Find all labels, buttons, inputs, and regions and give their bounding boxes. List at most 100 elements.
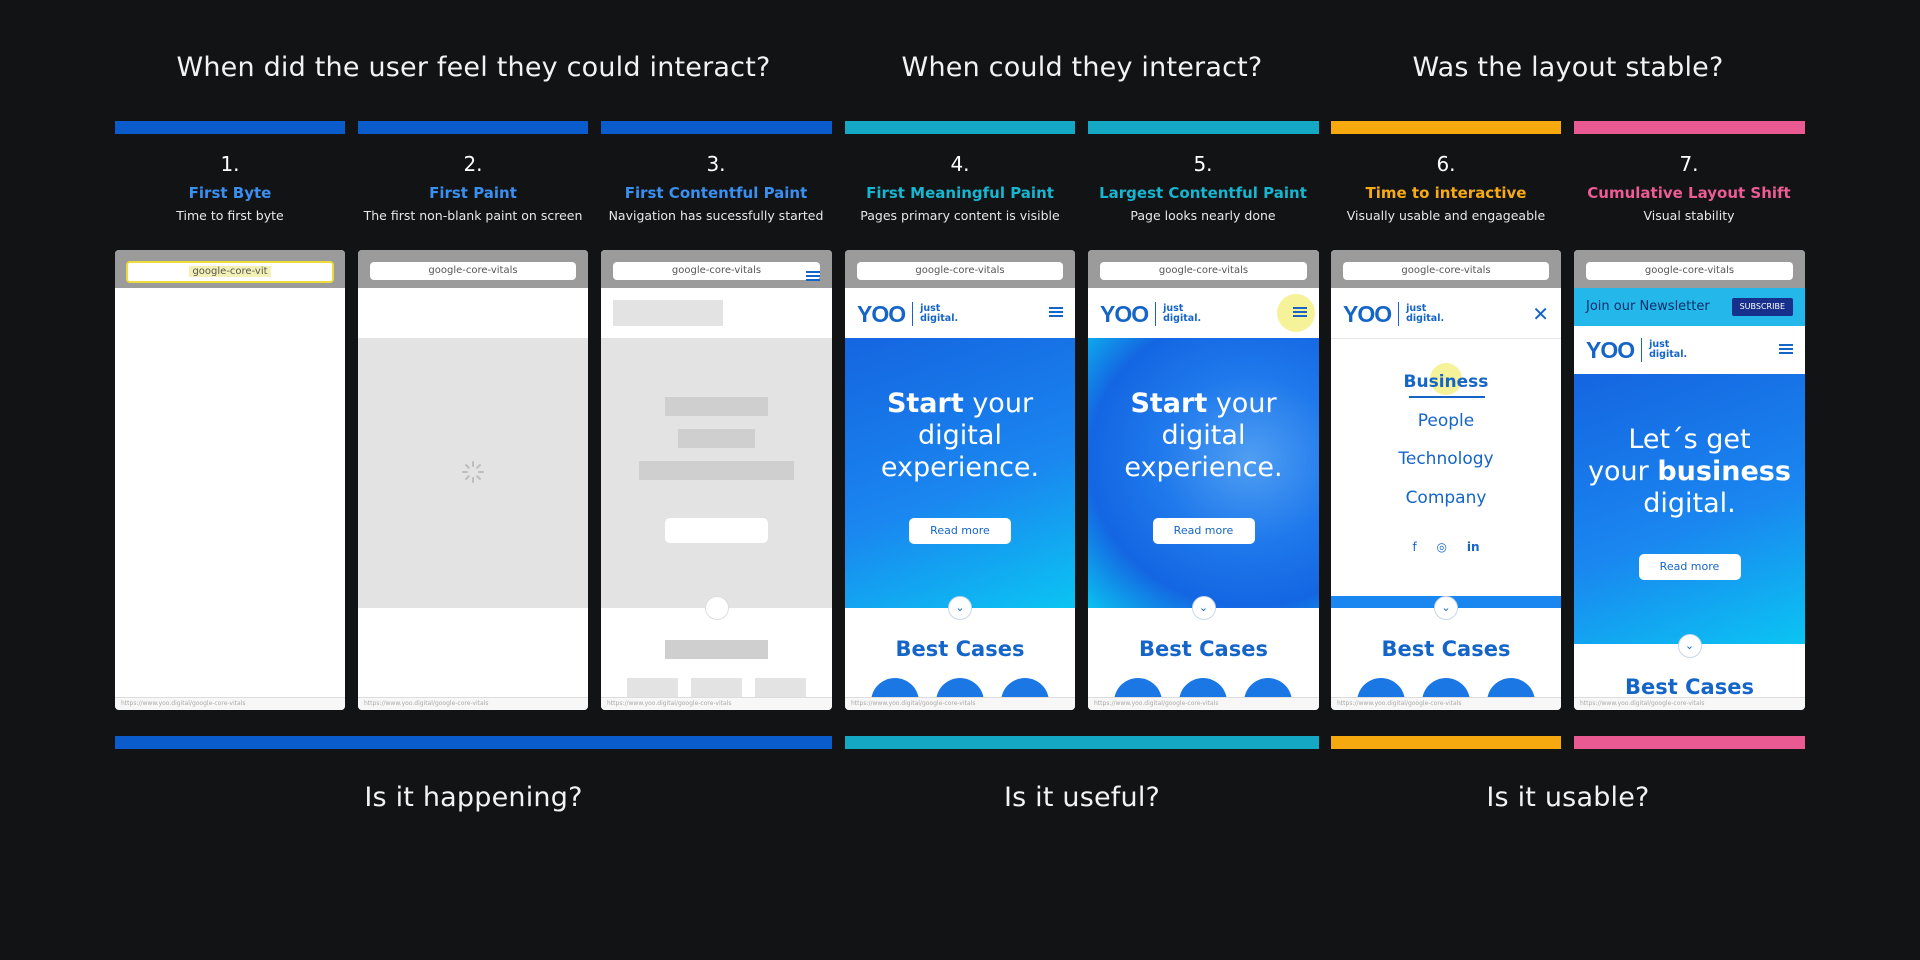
status-url: https://www.yoo.digital/google-core-vita… [1331, 697, 1561, 710]
menu-item-business[interactable]: Business [1403, 372, 1489, 392]
read-more-button[interactable]: Read more [1152, 518, 1255, 544]
metric-number: 3. [706, 152, 726, 176]
best-cases-heading: Best Cases [1139, 637, 1268, 661]
status-url: https://www.yoo.digital/google-core-vita… [1574, 697, 1805, 710]
top-bar-7 [1574, 121, 1805, 134]
url-bar[interactable]: google-core-vitals [1343, 262, 1549, 280]
metric-3: 3. First Contentful Paint Navigation has… [601, 150, 831, 223]
menu-item-company[interactable]: Company [1405, 488, 1487, 508]
top-bar-5 [1088, 121, 1319, 134]
bottom-bar-usable-1 [1331, 736, 1561, 749]
question-is-it-usable: Is it usable? [1486, 782, 1650, 813]
metric-title: Cumulative Layout Shift [1587, 184, 1791, 202]
scroll-down-icon[interactable]: ⌄ [1677, 634, 1702, 658]
subscribe-button[interactable]: SUBSCRIBE [1731, 298, 1793, 316]
metric-7: 7. Cumulative Layout Shift Visual stabil… [1574, 150, 1804, 223]
top-bar-2 [358, 121, 588, 134]
best-cases-heading: Best Cases [895, 637, 1025, 661]
text-placeholder [665, 397, 768, 416]
status-url: https://www.yoo.digital/google-core-vita… [1088, 697, 1319, 710]
scroll-down-icon[interactable]: ⌄ [1434, 596, 1458, 620]
metric-subtitle: Pages primary content is visible [860, 208, 1060, 223]
hamburger-menu-icon[interactable] [1779, 344, 1793, 354]
facebook-icon[interactable]: f [1412, 540, 1417, 554]
url-bar[interactable]: google-core-vit [126, 261, 334, 283]
hamburger-menu-icon[interactable] [1049, 307, 1063, 317]
metric-1: 1. First Byte Time to first byte [115, 150, 345, 223]
metric-subtitle: Visual stability [1643, 208, 1735, 223]
close-icon[interactable]: ✕ [1532, 302, 1549, 326]
question-could-interact: When could they interact? [901, 52, 1263, 83]
metric-title: Time to interactive [1365, 184, 1527, 202]
metric-number: 6. [1436, 152, 1456, 176]
heading-placeholder [665, 640, 768, 659]
active-underline [1409, 396, 1485, 398]
phone-cumulative-layout-shift: google-core-vitals Join our Newsletter S… [1574, 250, 1805, 710]
scroll-down-icon[interactable]: ⌄ [1191, 596, 1216, 620]
browser-bar: google-core-vitals [1331, 250, 1561, 288]
metric-subtitle: Time to first byte [176, 208, 284, 223]
question-layout-stable: Was the layout stable? [1412, 52, 1724, 83]
metric-title: Largest Contentful Paint [1099, 184, 1307, 202]
browser-bar: google-core-vitals [358, 250, 588, 288]
browser-bar: google-core-vit [115, 250, 345, 288]
newsletter-text: Join our Newsletter [1586, 299, 1710, 314]
menu-item-technology[interactable]: Technology [1398, 449, 1494, 469]
metric-5: 5. Largest Contentful Paint Page looks n… [1088, 150, 1318, 223]
question-user-feel-interact: When did the user feel they could intera… [176, 52, 771, 83]
tap-highlight [1430, 363, 1462, 395]
bottom-bar-usable-2 [1574, 736, 1805, 749]
hamburger-menu-icon[interactable] [1293, 307, 1307, 317]
browser-bar: google-core-vitals [601, 250, 832, 288]
status-url: https://www.yoo.digital/google-core-vita… [115, 697, 345, 710]
newsletter-banner: Join our Newsletter SUBSCRIBE [1574, 288, 1805, 326]
phone-first-byte: google-core-vit https://www.yoo.digital/… [115, 250, 345, 710]
top-bar-6 [1331, 121, 1561, 134]
menu-item-people[interactable]: People [1417, 411, 1475, 431]
read-more-button[interactable]: Read more [1638, 554, 1741, 580]
text-placeholder [639, 461, 794, 480]
url-bar[interactable]: google-core-vitals [370, 262, 576, 280]
button-placeholder [665, 518, 768, 543]
card-placeholder [755, 678, 806, 698]
menu-icon[interactable] [806, 271, 820, 281]
best-cases-heading: Best Cases [1625, 675, 1754, 699]
instagram-icon[interactable]: ◎ [1436, 540, 1448, 554]
browser-bar: google-core-vitals [1088, 250, 1319, 288]
metric-number: 5. [1193, 152, 1213, 176]
metric-subtitle: Visually usable and engageable [1346, 208, 1546, 223]
metric-title: First Byte [188, 184, 272, 202]
read-more-button[interactable]: Read more [909, 518, 1011, 544]
url-bar[interactable]: google-core-vitals [1100, 262, 1307, 280]
top-bar-3 [601, 121, 832, 134]
scroll-down-icon[interactable]: ⌄ [948, 596, 972, 620]
phone-first-paint: google-core-vitals https://www.yoo.digit… [358, 250, 588, 710]
metric-6: 6. Time to interactive Visually usable a… [1331, 150, 1561, 223]
linkedin-icon[interactable]: in [1466, 540, 1480, 554]
question-is-it-happening: Is it happening? [364, 782, 583, 813]
url-bar[interactable]: google-core-vitals [1586, 262, 1793, 280]
text-placeholder [678, 429, 755, 448]
url-bar[interactable]: google-core-vitals [613, 262, 820, 280]
metric-number: 1. [220, 152, 240, 176]
logo-placeholder [613, 300, 723, 326]
metric-subtitle: Page looks nearly done [1130, 208, 1276, 223]
scroll-placeholder [704, 596, 729, 620]
metric-2: 2. First Paint The first non-blank paint… [358, 150, 588, 223]
card-placeholder [627, 678, 678, 698]
url-bar[interactable]: google-core-vitals [857, 262, 1063, 280]
metric-title: First Paint [429, 184, 517, 202]
metric-subtitle: Navigation has sucessfully started [608, 208, 824, 223]
